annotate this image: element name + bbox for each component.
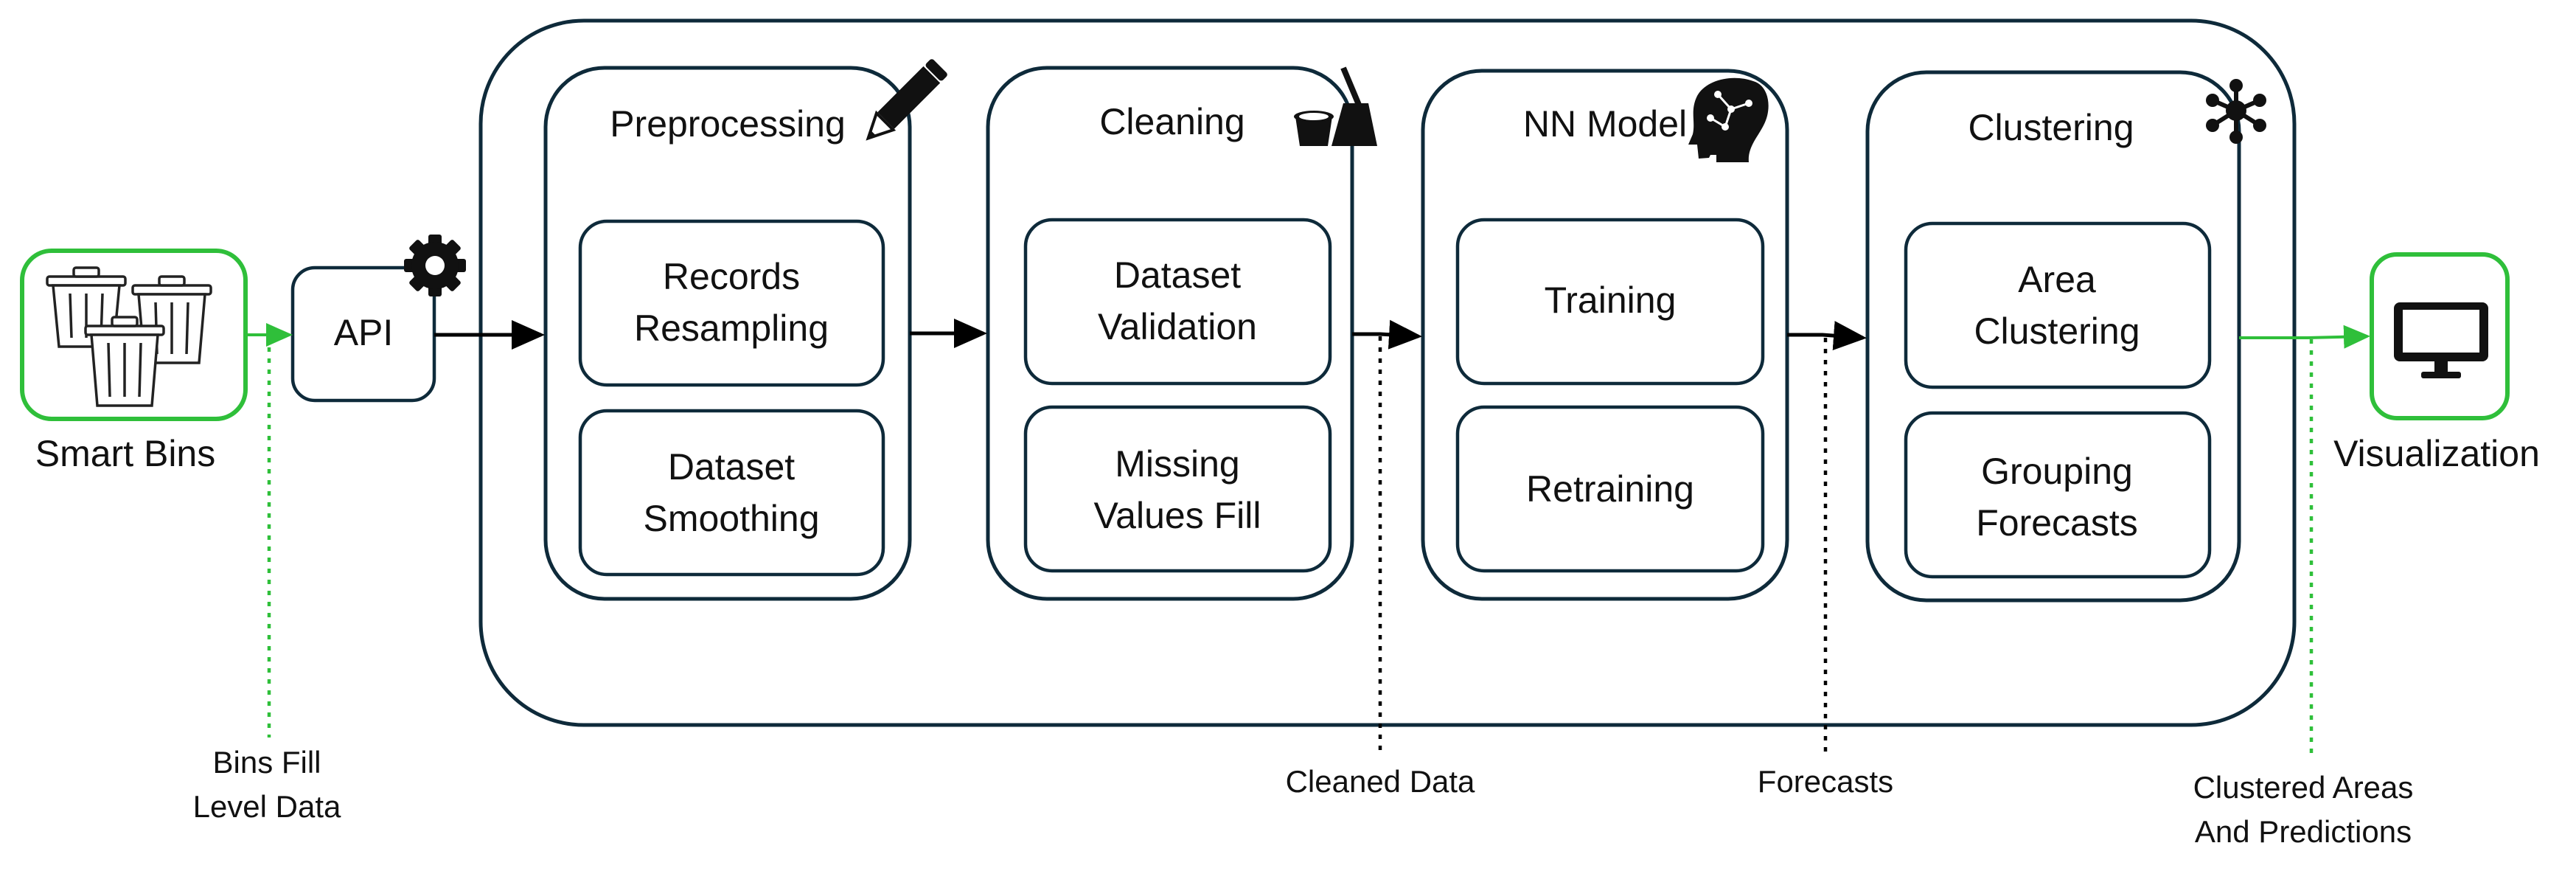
- annotation-forecasts: Forecasts: [1758, 764, 1893, 799]
- annotation-bins-fill-line1: Bins Fill: [212, 745, 321, 780]
- api-node: API: [290, 235, 466, 403]
- pencil-icon: [866, 59, 947, 141]
- annotation-cleaned-data: Cleaned Data: [1286, 764, 1475, 799]
- step-label-line1: Missing: [1115, 443, 1239, 485]
- step-label-line2: Validation: [1098, 306, 1257, 347]
- annotation-clustered-line2: And Predictions: [2195, 814, 2412, 849]
- stage-title: NN Model: [1523, 103, 1687, 145]
- step-label-line1: Dataset: [668, 446, 795, 487]
- step-label-line1: Records: [663, 256, 800, 297]
- smart-bins-node: Smart Bins: [20, 249, 248, 474]
- stage-cleaning: Cleaning Dataset Validation Missing Valu…: [986, 66, 1377, 601]
- step-label-line2: Forecasts: [1976, 502, 2138, 544]
- network-icon: [2206, 79, 2266, 144]
- step-box: [578, 409, 885, 577]
- stage-nn-model: NN Model Training Retraining: [1421, 69, 1789, 601]
- step-box: [1904, 411, 2212, 579]
- smart-bins-label: Smart Bins: [35, 433, 216, 474]
- step-label-line2: Values Fill: [1094, 495, 1261, 536]
- step-label-line2: Smoothing: [643, 498, 819, 539]
- stage-preprocessing: Preprocessing Records Resampling Dataset…: [543, 59, 947, 601]
- step-box: [1023, 218, 1332, 386]
- stage-clustering: Clustering Area Clustering Grouping Fore…: [1865, 70, 2266, 603]
- broom-bucket-icon: [1294, 66, 1377, 146]
- stage-title: Preprocessing: [610, 103, 846, 145]
- step-box: [1455, 405, 1765, 573]
- step-label-line1: Grouping: [1981, 451, 2133, 492]
- step-label-line2: Resampling: [634, 308, 829, 349]
- api-label: API: [334, 312, 394, 353]
- pipeline-container: [478, 18, 2297, 727]
- visualization-label: Visualization: [2333, 433, 2540, 474]
- annotation-clustered-line1: Clustered Areas: [2193, 770, 2414, 805]
- visualization-node: Visualization: [2333, 252, 2540, 474]
- step-box: [1904, 221, 2212, 389]
- step-label-line2: Clustering: [1974, 310, 2140, 352]
- step-label: Retraining: [1526, 468, 1694, 510]
- step-box: [1455, 218, 1765, 386]
- stage-title: Cleaning: [1099, 101, 1245, 142]
- step-box: [578, 219, 885, 387]
- stage-title: Clustering: [1968, 107, 2134, 148]
- step-label-line1: Dataset: [1114, 254, 1241, 296]
- arrow-cleaning-to-nn: [1352, 319, 1422, 350]
- trash-bins-icon: [46, 266, 212, 407]
- arrow-clustering-to-visualization: [2239, 325, 2370, 349]
- ai-head-icon: [1688, 77, 1769, 162]
- monitor-icon: [2394, 302, 2488, 378]
- gear-icon: [404, 235, 466, 296]
- annotation-bins-fill-line2: Level Data: [193, 789, 341, 824]
- step-label-line1: Area: [2018, 259, 2096, 300]
- step-box: [1023, 405, 1332, 573]
- step-label: Training: [1545, 280, 1677, 321]
- arrow-nn-to-clustering: [1787, 321, 1867, 351]
